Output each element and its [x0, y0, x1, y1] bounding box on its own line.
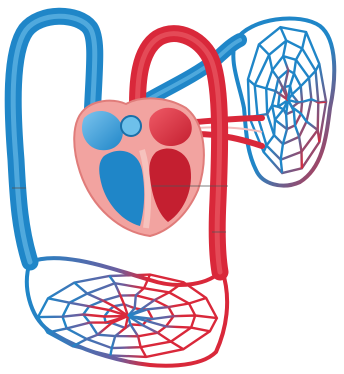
- lung-capillary-network: [233, 18, 334, 185]
- heart: [74, 98, 204, 236]
- lung-capillary-mesh: [248, 27, 326, 173]
- heart-valve: [121, 116, 141, 136]
- body-capillary-network: [27, 258, 227, 366]
- capillary-branch: [288, 99, 326, 102]
- body-capillary-mesh: [38, 275, 217, 357]
- pulmonary-vein-lower: [196, 134, 262, 146]
